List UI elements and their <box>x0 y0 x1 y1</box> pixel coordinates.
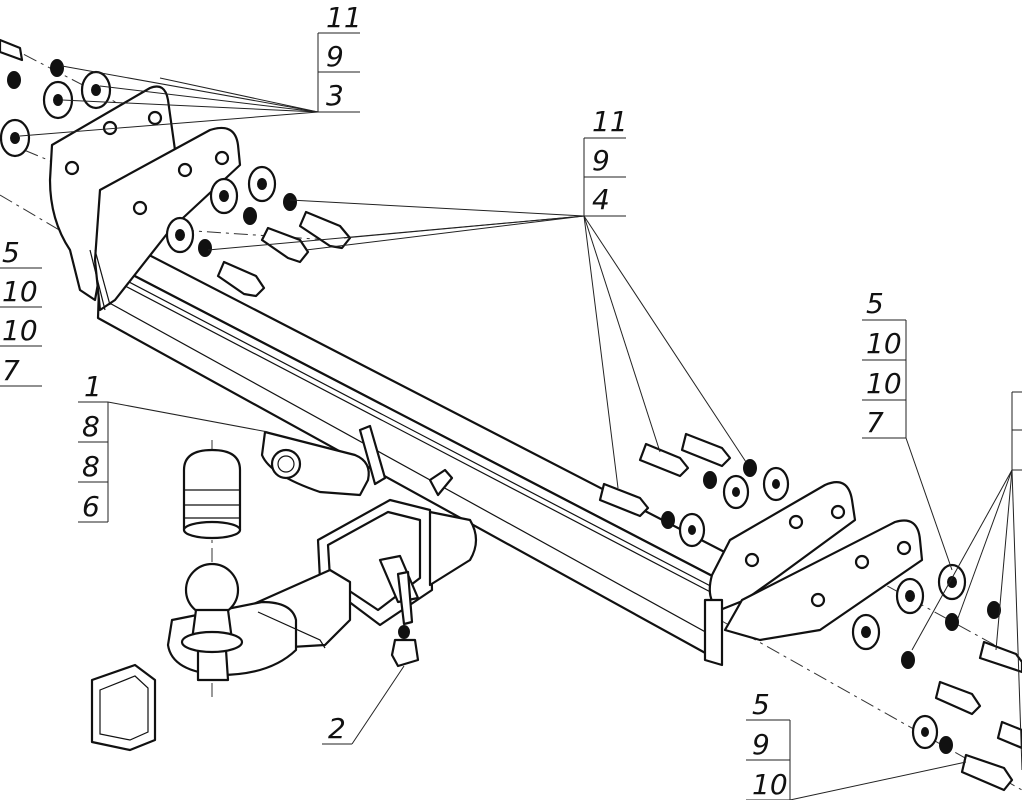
bolt <box>396 570 414 626</box>
bolt <box>978 640 1022 674</box>
label: 2 <box>328 712 346 745</box>
label: 10 <box>866 327 902 360</box>
label: 7 <box>2 354 20 387</box>
nut <box>703 471 717 489</box>
label: 11 <box>326 1 362 34</box>
nut <box>7 71 21 89</box>
nut <box>243 207 257 225</box>
nut <box>198 239 212 257</box>
label: 5 <box>752 688 770 721</box>
leader-lines <box>19 65 1022 800</box>
label: 8 <box>82 450 100 483</box>
label: 10 <box>866 367 902 400</box>
bolt <box>0 38 24 62</box>
label: 4 <box>592 183 610 216</box>
nut <box>661 511 675 529</box>
label: 9 <box>326 40 344 73</box>
callout-left-mid: 1 8 8 6 <box>78 370 109 523</box>
callout-bottom: 2 <box>322 712 352 745</box>
bolt <box>680 432 732 468</box>
nut <box>939 736 953 754</box>
label: 7 <box>866 406 884 439</box>
left-mount-bracket <box>48 85 242 312</box>
label: 9 <box>592 144 610 177</box>
label: 1 <box>84 370 102 403</box>
label: 10 <box>2 275 38 308</box>
nut <box>283 193 297 211</box>
ball-cover <box>182 448 242 540</box>
callout-top-center: 11 9 4 <box>583 105 628 217</box>
bolt <box>298 210 352 250</box>
nut <box>901 651 915 669</box>
label: 10 <box>2 314 38 347</box>
callout-top-left: 11 9 3 <box>317 1 362 113</box>
label: 11 <box>592 105 628 138</box>
bolt <box>960 753 1014 792</box>
nut <box>987 601 1001 619</box>
bolt <box>216 260 266 298</box>
receiver-cap <box>90 663 157 752</box>
hardware <box>0 38 1022 792</box>
bolt <box>598 482 650 518</box>
label: 8 <box>82 410 100 443</box>
socket-plate <box>260 424 454 497</box>
bolt <box>934 680 982 716</box>
right-mount-bracket <box>703 481 924 667</box>
label: 5 <box>866 287 884 320</box>
callout-right-edge <box>1011 391 1022 471</box>
label: 5 <box>2 236 20 269</box>
callout-right: 5 10 10 7 <box>862 287 907 439</box>
label: 10 <box>752 768 788 800</box>
bolt <box>638 442 690 478</box>
label: 3 <box>326 79 344 112</box>
nut <box>945 613 959 631</box>
label: 6 <box>82 490 100 523</box>
label: 9 <box>752 728 770 761</box>
callout-left-edge: 5 10 10 7 <box>0 236 42 387</box>
callout-bottom-right: 5 9 10 <box>746 688 791 800</box>
bolt <box>390 638 420 668</box>
bolt <box>996 720 1022 750</box>
nut <box>50 59 64 77</box>
bolt <box>260 226 310 264</box>
tow-ball <box>180 562 244 654</box>
nut <box>743 459 757 477</box>
